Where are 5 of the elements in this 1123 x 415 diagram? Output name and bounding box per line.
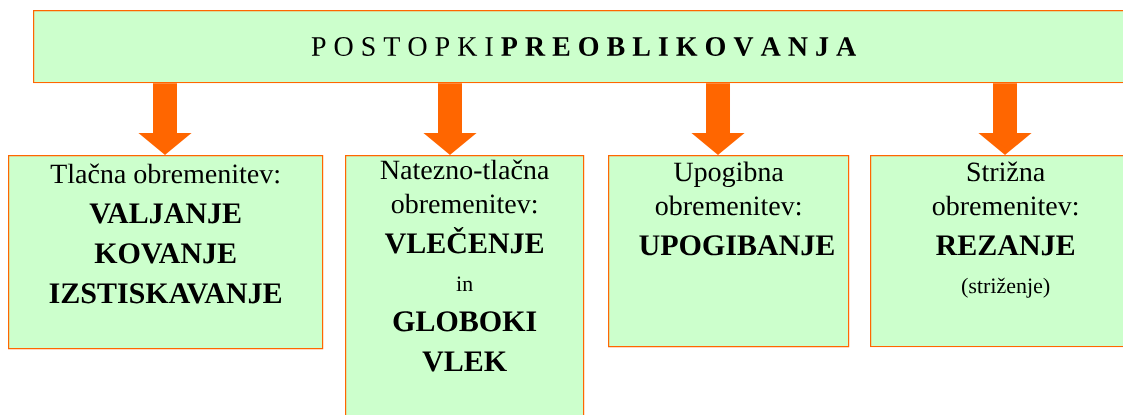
title-banner: P O S T O P K I P R E O B L I K O V A N J A	[33, 10, 1123, 84]
process-box: Upogibna obremenitev: UPOGIBANJE	[608, 155, 850, 348]
process-box: Strižna obremenitev: REZANJE (striženje)	[870, 155, 1123, 348]
process-box: Tlačna obremenitev: VALJANJE KOVANJE IZSTISKAVANJE	[8, 155, 324, 350]
process-box: Natezno-tlačna obremenitev: VLEČENJE in GLOBOKI VLEK	[345, 155, 585, 415]
